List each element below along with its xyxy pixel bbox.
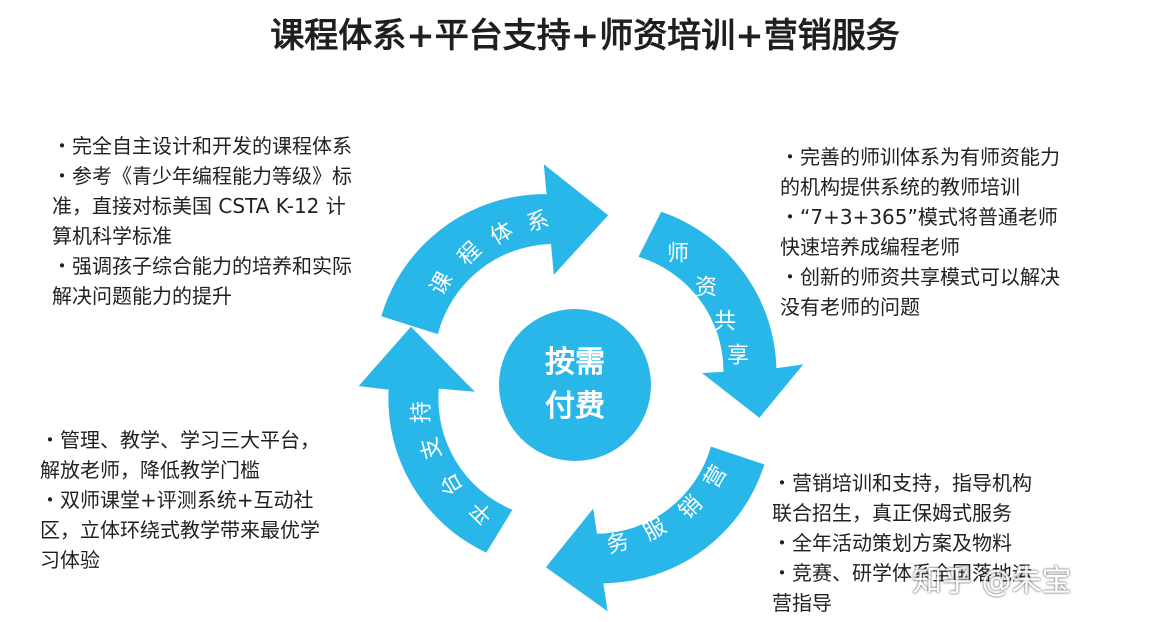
bullet-line: ・“7+3+365”模式将普通老师 <box>780 205 1058 229</box>
bullet-line: 快速培养成编程老师 <box>780 235 960 259</box>
bullet-line: ・营销培训和支持，指导机构 <box>772 471 1032 495</box>
bullet-line: ・竞赛、研学体系全国落地运 <box>772 561 1032 585</box>
bullet-line: 营指导 <box>772 591 832 615</box>
bullet-line: ・完全自主设计和开发的课程体系 <box>52 134 352 158</box>
arrow-top-left <box>381 164 609 335</box>
marketing-service-description: ・营销培训和支持，指导机构联合招生，真正保姆式服务・全年活动策划方案及物料・竞赛… <box>772 468 1032 618</box>
bullet-line: 解决问题能力的提升 <box>52 284 232 308</box>
bullet-line: ・双师课堂+评测系统+互动社 <box>40 488 314 512</box>
cycle-diagram: 按需 付费 课 程 体 系 师 资 共 享 营 销 服 务 平 台 支 持 <box>358 164 804 612</box>
center-label-line2: 付费 <box>545 389 605 424</box>
segment-char: 持 <box>410 401 435 423</box>
arrow-bottom-right <box>545 446 765 612</box>
teacher-sharing-description: ・完善的师训体系为有师资能力的机构提供系统的教师培训・“7+3+365”模式将普… <box>780 142 1060 322</box>
bullet-line: 的机构提供系统的教师培训 <box>780 175 1020 199</box>
arrow-bottom-left <box>358 326 513 553</box>
bullet-line: 准，直接对标美国 CSTA K-12 计 <box>52 194 346 218</box>
bullet-line: 没有老师的问题 <box>780 295 920 319</box>
bullet-line: ・强调孩子综合能力的培养和实际 <box>52 254 352 278</box>
curriculum-description: ・完全自主设计和开发的课程体系・参考《青少年编程能力等级》标准，直接对标美国 C… <box>52 131 352 311</box>
segment-char: 资 <box>695 276 717 301</box>
bullet-line: ・创新的师资共享模式可以解决 <box>780 265 1060 289</box>
bullet-line: ・全年活动策划方案及物料 <box>772 531 1012 555</box>
label-teacher-sharing: 师 资 共 享 <box>667 242 749 369</box>
segment-char: 共 <box>714 310 736 335</box>
bullet-line: ・完善的师训体系为有师资能力 <box>780 145 1060 169</box>
bullet-line: 习体验 <box>40 548 100 572</box>
segment-char: 享 <box>727 344 749 369</box>
diagram-title: 课程体系+平台支持+师资培训+营销服务 <box>270 16 900 56</box>
center-label-line1: 按需 <box>545 345 605 380</box>
bullet-line: 算机科学标准 <box>52 224 172 248</box>
bullet-line: 解放老师，降低教学门槛 <box>40 458 260 482</box>
bullet-line: 联合招生，真正保姆式服务 <box>772 501 1012 525</box>
center-circle <box>499 309 651 461</box>
segment-char: 师 <box>667 242 689 267</box>
arrow-top-right <box>638 211 804 418</box>
watermark: 知乎 @朱宝 <box>912 564 1072 599</box>
bullet-line: 区，立体环绕式教学带来最优学 <box>40 518 320 542</box>
bullet-line: ・参考《青少年编程能力等级》标 <box>52 164 352 188</box>
platform-support-description: ・管理、教学、学习三大平台， 解放老师，降低教学门槛・双师课堂+评测系统+互动社区… <box>40 425 320 575</box>
bullet-line: ・管理、教学、学习三大平台， <box>40 428 320 452</box>
